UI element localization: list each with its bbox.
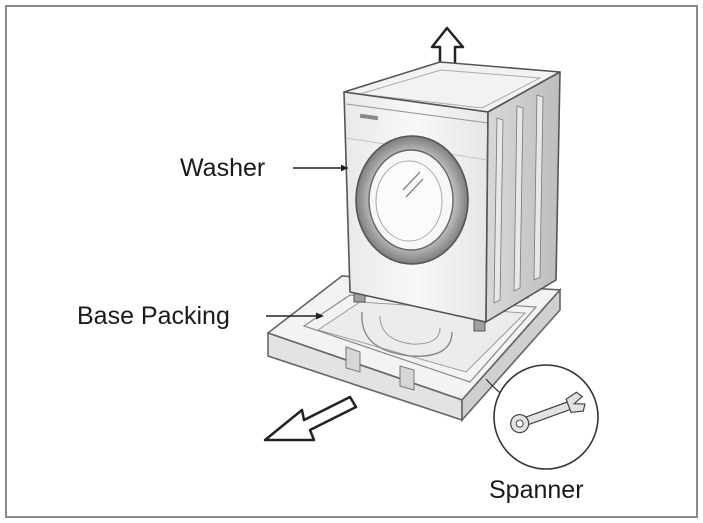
base-packing-label: Base Packing bbox=[77, 302, 230, 330]
washer-label: Washer bbox=[180, 154, 265, 182]
spanner-callout bbox=[485, 364, 599, 470]
spanner-icon bbox=[510, 391, 586, 434]
spanner-label: Spanner bbox=[489, 476, 584, 504]
base-packing-leader-line bbox=[266, 312, 324, 320]
washer-leader-line bbox=[293, 164, 348, 172]
washer bbox=[343, 61, 561, 332]
slide-out-arrow-icon bbox=[263, 395, 358, 442]
